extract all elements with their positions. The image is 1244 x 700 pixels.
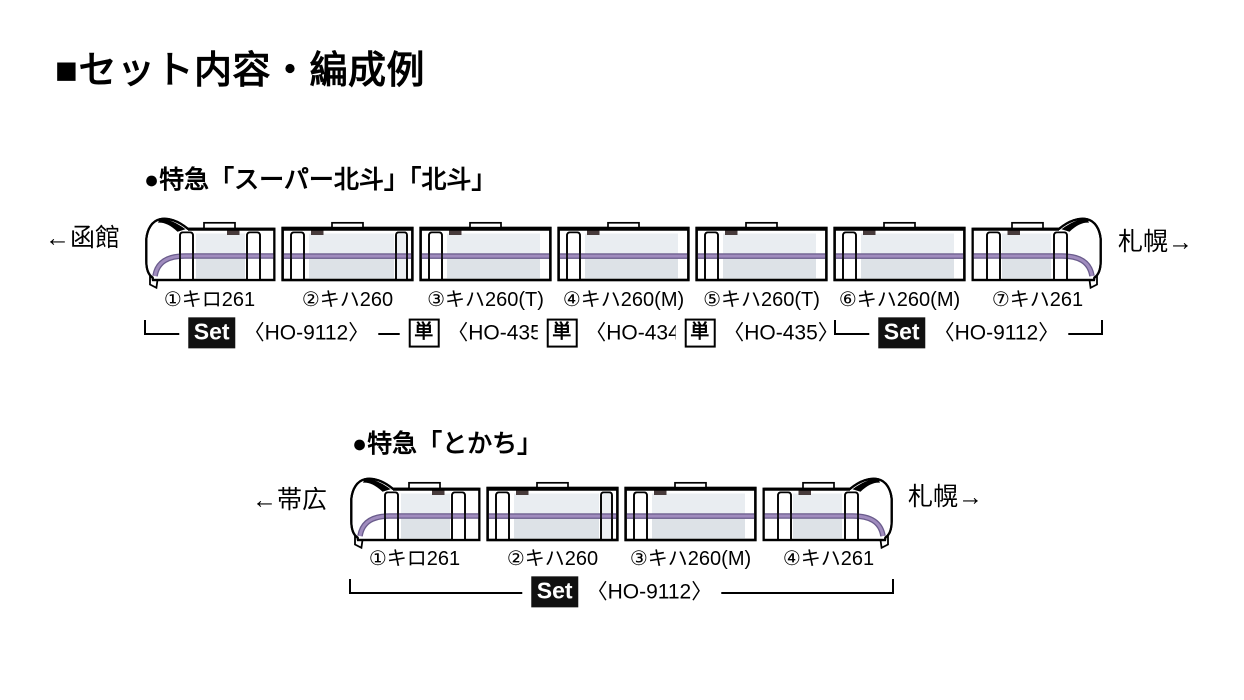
- train-car: [971, 214, 1104, 292]
- train-car: [695, 214, 828, 292]
- car-label: ①キロ261: [163, 289, 256, 311]
- train-car: [762, 474, 895, 552]
- product-group: 単〈HO-434〉: [537, 318, 710, 350]
- train-car-icon: [762, 477, 893, 550]
- train-car-icon: [486, 481, 619, 542]
- train-car-icon: [281, 221, 414, 282]
- train-car: [557, 214, 690, 292]
- set-badge: Set: [187, 317, 236, 349]
- single-car-badge: 単: [546, 318, 578, 348]
- train-car: [624, 474, 757, 552]
- train-car-icon: [971, 217, 1102, 290]
- single-car-badge: 単: [408, 318, 440, 348]
- car-label: ③キハ260(M): [629, 548, 752, 570]
- car-label: ③キハ260(T): [427, 289, 544, 311]
- set-badge: Set: [877, 317, 926, 349]
- product-code: 〈HO-9112〉: [243, 321, 370, 345]
- train-cars-row: [348, 474, 895, 552]
- page-title: ■セット内容・編成例: [55, 50, 425, 92]
- car-label: ⑦キハ261: [991, 289, 1084, 311]
- train-car: [486, 474, 619, 552]
- train-car: [419, 214, 552, 292]
- product-group: Set 〈HO-9112〉: [143, 317, 414, 350]
- product-group: Set 〈HO-9112〉: [833, 317, 1104, 350]
- car-label: ④キハ260(M): [562, 289, 685, 311]
- direction-label-right: 札幌→: [908, 483, 984, 511]
- train-car-icon: [350, 477, 481, 550]
- product-group: 単〈HO-435〉: [675, 318, 848, 350]
- train-car: [281, 214, 414, 292]
- direction-label-right: 札幌→: [1118, 228, 1194, 256]
- car-label: ②キハ260: [506, 548, 599, 570]
- product-code: 〈HO-435〉: [447, 321, 563, 345]
- car-label: ⑤キハ260(T): [703, 289, 820, 311]
- car-label: ④キハ261: [782, 548, 875, 570]
- train-car-icon: [145, 217, 276, 290]
- car-label: ⑥キハ260(M): [838, 289, 961, 311]
- single-car-badge: 単: [684, 318, 716, 348]
- train-car-icon: [557, 221, 690, 282]
- train-car-icon: [695, 221, 828, 282]
- formation-heading: ●特急「とかち」: [352, 430, 543, 458]
- direction-label-left: ←函館: [45, 224, 121, 252]
- formation-heading: ●特急「スーパー北斗」「北斗」: [144, 166, 497, 194]
- car-label: ②キハ260: [301, 289, 394, 311]
- product-label: Set 〈HO-9112〉: [521, 576, 722, 608]
- set-badge: Set: [530, 576, 579, 608]
- product-code: 〈HO-434〉: [585, 321, 701, 345]
- train-car-icon: [419, 221, 552, 282]
- train-car: [348, 474, 481, 552]
- product-code: 〈HO-9112〉: [586, 580, 713, 604]
- train-car: [143, 214, 276, 292]
- train-car: [833, 214, 966, 292]
- direction-label-left: ←帯広: [252, 486, 328, 514]
- product-label: 単〈HO-435〉: [675, 318, 848, 348]
- car-label: ①キロ261: [368, 548, 461, 570]
- product-code: 〈HO-9112〉: [933, 321, 1060, 345]
- product-label: Set 〈HO-9112〉: [868, 317, 1069, 349]
- train-car-icon: [624, 481, 757, 542]
- product-code: 〈HO-435〉: [723, 321, 839, 345]
- product-group: Set 〈HO-9112〉: [348, 576, 895, 609]
- train-cars-row: [143, 214, 1104, 292]
- product-label: Set 〈HO-9112〉: [178, 317, 379, 349]
- product-group: 単〈HO-435〉: [399, 318, 572, 350]
- train-car-icon: [833, 221, 966, 282]
